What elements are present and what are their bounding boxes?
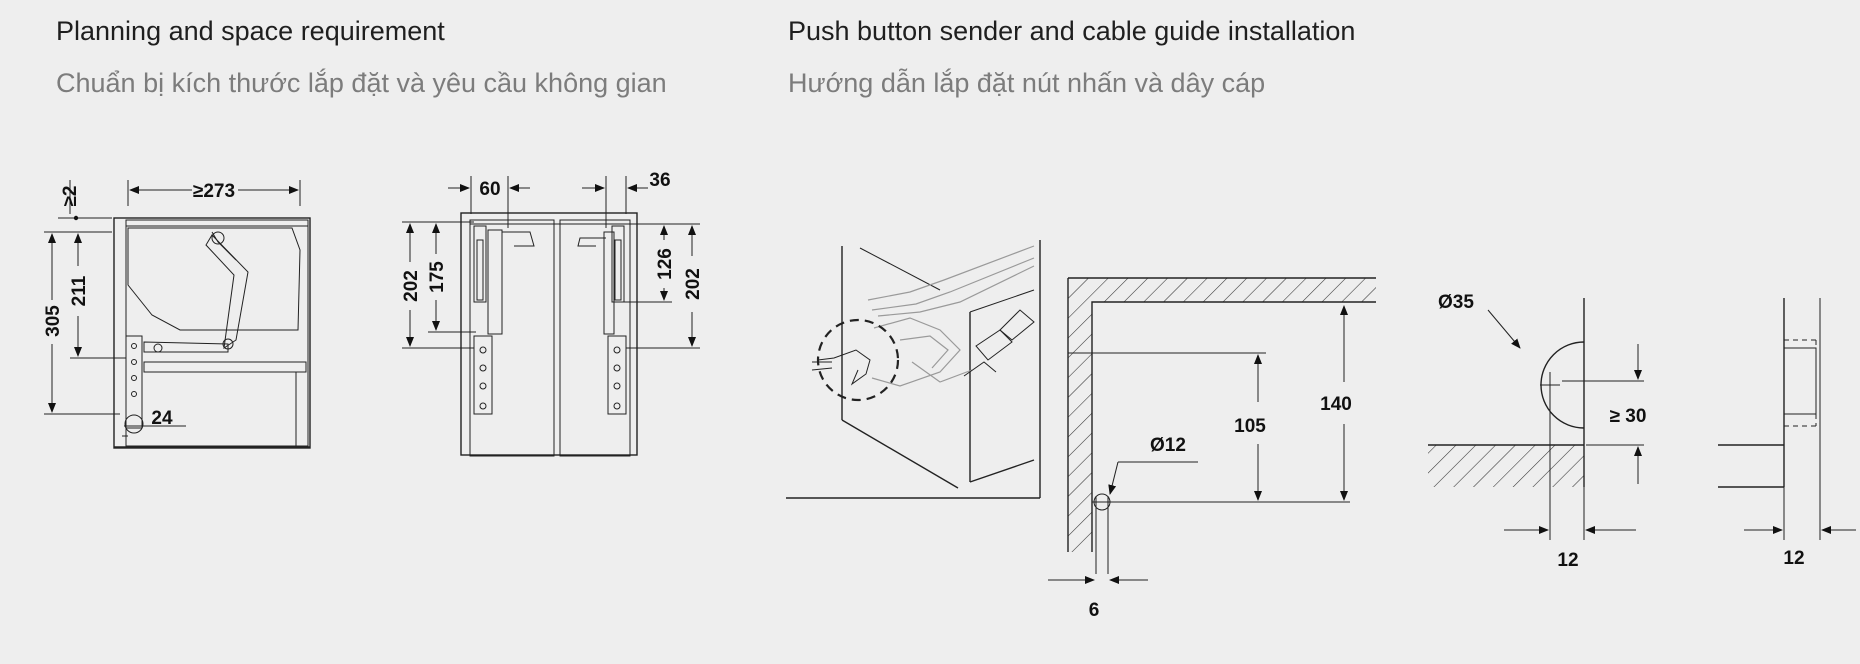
mechanism-plate [125, 335, 143, 429]
dim-depth-12-button: 12 [1557, 550, 1578, 571]
shelf [143, 361, 307, 373]
dim-hole-12: Ø12 [1150, 435, 1186, 456]
dim-offset-36: 36 [649, 170, 670, 191]
button-detail-drawing: Ø35 ≥ 30 12 [1428, 292, 1646, 571]
dim-height-305: 305 [43, 305, 64, 337]
flap-shape [127, 227, 301, 331]
dim-height-140: 140 [1320, 394, 1352, 415]
dim-height-202-left: 202 [401, 270, 422, 302]
right-door [559, 219, 631, 457]
left-hinge [473, 335, 493, 415]
dim-clearance-30: ≥ 30 [1610, 406, 1647, 427]
cabinet-outline [113, 217, 311, 449]
dim-height-202-right: 202 [683, 268, 704, 300]
dim-height-175: 175 [427, 261, 448, 293]
hole-detail-drawing: Ø12 105 140 6 [1048, 277, 1376, 621]
cabinet-inner [125, 219, 309, 447]
dim-height-105: 105 [1234, 416, 1266, 437]
dim-height-211: 211 [69, 275, 90, 306]
cabinet-front-outline [460, 212, 638, 456]
push-button-title: Push button sender and cable guide insta… [788, 16, 1356, 46]
side-detail-drawing: 12 [1718, 298, 1856, 569]
dim-height-126: 126 [655, 248, 676, 280]
linkage-bar [143, 341, 229, 353]
front-view-drawing: 60 36 202 175 126 202 [401, 170, 704, 457]
dim-offset-24: 24 [151, 408, 173, 429]
left-door [469, 219, 555, 457]
dim-offset-6: 6 [1089, 600, 1100, 621]
right-hinge [607, 335, 627, 415]
planning-subtitle: Chuẩn bị kích thước lắp đặt và yêu cầu k… [56, 68, 667, 98]
planning-title: Planning and space requirement [56, 16, 445, 46]
dim-offset-60: 60 [479, 179, 500, 200]
dim-gap-2: ≥2 [60, 186, 81, 207]
push-button-subtitle: Hướng dẫn lắp đặt nút nhấn và dây cáp [788, 68, 1266, 98]
dim-button-35: Ø35 [1438, 292, 1474, 313]
dim-width-273: ≥273 [193, 181, 235, 202]
perspective-sketch [786, 240, 1041, 499]
left-mechanism [473, 225, 487, 303]
arm-pivot-top [211, 231, 225, 245]
dim-depth-12-side: 12 [1783, 548, 1804, 569]
side-view-drawing: ≥273 ≥2 305 211 24 [43, 180, 311, 449]
lift-arm [205, 234, 249, 350]
callout-circle [816, 318, 900, 402]
right-mechanism [611, 225, 625, 303]
button-body [1783, 347, 1817, 415]
push-button-circle [124, 414, 144, 434]
